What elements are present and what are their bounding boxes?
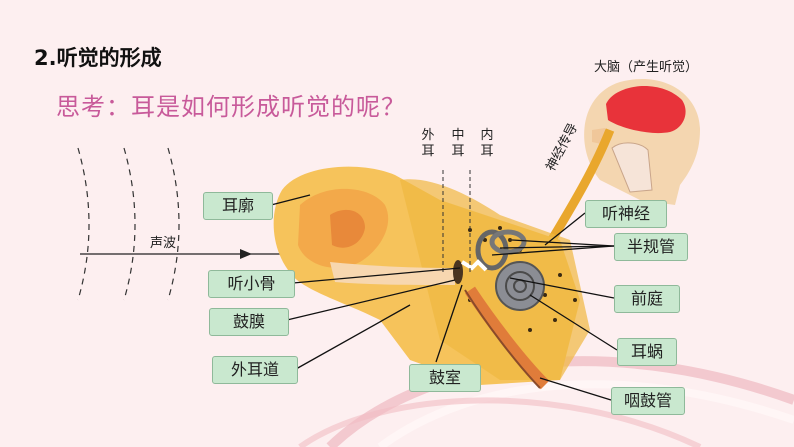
label-ear-canal: 外耳道 [212, 356, 298, 384]
question-text: 思考：耳是如何形成听觉的呢？ [56, 93, 406, 121]
region-dividers [442, 170, 471, 275]
label-eardrum: 鼓膜 [209, 308, 289, 336]
head-illustration [584, 78, 700, 205]
label-ossicles: 听小骨 [208, 270, 295, 298]
label-cochlea: 耳蜗 [617, 338, 677, 366]
label-auricle: 耳廓 [203, 192, 273, 220]
pointer-lines [270, 194, 618, 401]
label-vestibule: 前庭 [614, 285, 680, 313]
label-auditory-nerve: 听神经 [585, 200, 667, 228]
brain-label: 大脑（产生听觉） [594, 60, 699, 75]
section-heading: 2.听觉的形成 [34, 46, 162, 70]
outer-ear-region-label: 外耳 [421, 128, 435, 159]
label-eustachian-tube: 咽鼓管 [611, 387, 685, 415]
inner-ear-region-label: 内耳 [480, 128, 494, 159]
middle-ear-region-label: 中耳 [451, 128, 465, 159]
sound-waves [77, 147, 180, 301]
sound-wave-label: 声波 [150, 236, 177, 251]
label-semicircular-canals: 半规管 [614, 233, 688, 261]
cochlea-shape [495, 261, 545, 311]
label-tympanic-cavity: 鼓室 [409, 364, 481, 392]
